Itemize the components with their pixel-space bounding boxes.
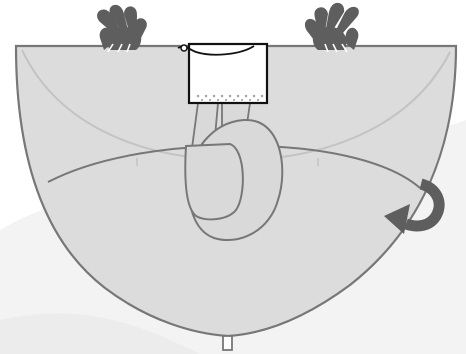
net-bottom-tag xyxy=(222,335,233,351)
right-hand-icon xyxy=(304,2,359,53)
rotate-arrow-icon xyxy=(384,178,445,234)
label-packet-knot xyxy=(180,44,188,52)
background-swoosh-lower xyxy=(0,313,200,354)
left-hand-icon xyxy=(97,4,147,53)
pouch-inner-body xyxy=(184,142,244,221)
label-dot-row xyxy=(196,94,264,102)
